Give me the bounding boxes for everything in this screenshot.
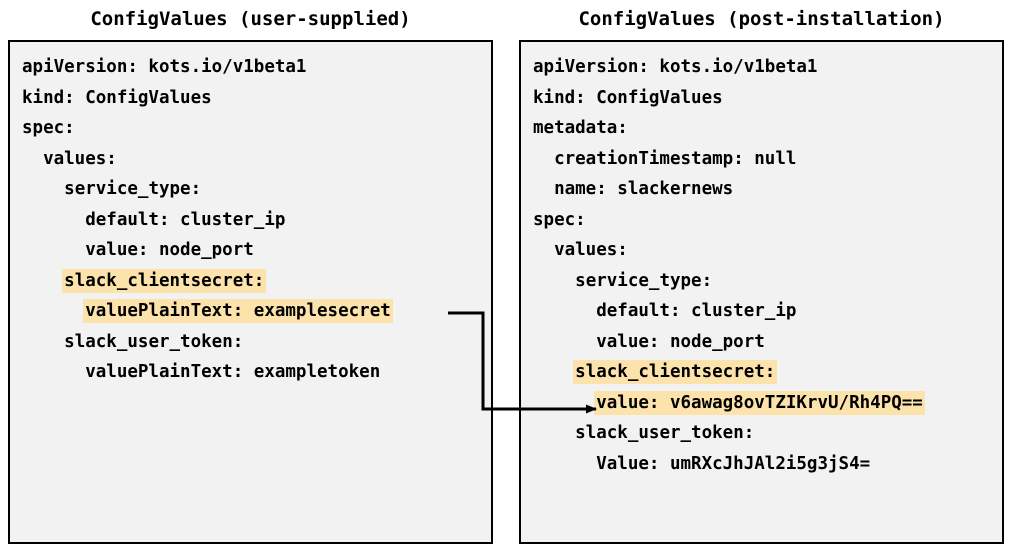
code-line: slack_clientsecret: (521, 357, 1002, 388)
code-text: apiVersion: kots.io/v1beta1 (22, 57, 307, 77)
code-line: default: cluster_ip (521, 296, 1002, 327)
code-text: values: (43, 148, 117, 169)
code-text: slack_clientsecret: (64, 270, 265, 291)
code-text: name: slackernews (554, 179, 734, 199)
code-indent (22, 149, 43, 169)
code-text: value: node_port (85, 240, 254, 260)
code-text: default: cluster_ip (596, 301, 797, 321)
code-line: value: v6awag8ovTZIKrvU/Rh4PQ== (521, 388, 1002, 419)
code-text: slack_user_token: (64, 331, 244, 352)
code-line: apiVersion: kots.io/v1beta1 (10, 52, 491, 83)
panel-title-user-supplied: ConfigValues (user-supplied) (90, 8, 411, 30)
code-text: slack_user_token: (575, 423, 755, 443)
configvalues-user-supplied-panel: apiVersion: kots.io/v1beta1 kind: ConfigV… (8, 40, 493, 544)
code-text: spec: (22, 118, 75, 138)
code-text: slack_clientsecret: (575, 362, 776, 382)
code-text: value: node_port (596, 331, 765, 352)
code-text: value: v6awag8ovTZIKrvU/Rh4PQ== (596, 392, 923, 413)
code-line: value: node_port (10, 235, 491, 266)
code-indent (533, 332, 596, 352)
code-line: spec: (521, 205, 1002, 236)
code-indent (22, 301, 85, 321)
code-text: valuePlainText: examplesecret (85, 301, 391, 321)
code-block-user-supplied: apiVersion: kots.io/v1beta1 kind: ConfigV… (10, 42, 491, 388)
code-text: kind: ConfigValues (533, 87, 723, 108)
code-line: name: slackernews (521, 174, 1002, 205)
code-indent (533, 301, 596, 321)
code-line: slack_user_token: (521, 418, 1002, 449)
code-text: creationTimestamp: null (554, 148, 797, 169)
code-text: valuePlainText: exampletoken (85, 362, 381, 382)
code-line: values: (521, 235, 1002, 266)
code-line: values: (10, 144, 491, 175)
code-indent (22, 332, 64, 352)
code-indent (533, 362, 575, 382)
code-indent (22, 271, 64, 291)
panel-title-post-installation: ConfigValues (post-installation) (578, 8, 945, 30)
code-line: metadata: (521, 113, 1002, 144)
code-text: default: cluster_ip (85, 209, 286, 230)
code-line: creationTimestamp: null (521, 144, 1002, 175)
code-indent (22, 240, 85, 260)
code-text: service_type: (64, 179, 202, 199)
code-line: slack_user_token: (10, 327, 491, 358)
code-line: service_type: (10, 174, 491, 205)
code-line: valuePlainText: examplesecret (10, 296, 491, 327)
code-text: kind: ConfigValues (22, 87, 212, 108)
code-text: spec: (533, 209, 586, 230)
code-indent (533, 179, 554, 199)
code-indent (533, 454, 596, 474)
code-line: valuePlainText: exampletoken (10, 357, 491, 388)
code-line: kind: ConfigValues (521, 83, 1002, 114)
code-indent (533, 240, 554, 260)
code-line: spec: (10, 113, 491, 144)
code-text: values: (554, 240, 628, 260)
code-line: kind: ConfigValues (10, 83, 491, 114)
code-indent (533, 149, 554, 169)
code-line: Value: umRXcJhJAl2i5g3jS4= (521, 449, 1002, 480)
code-indent (533, 393, 596, 413)
code-indent (533, 271, 575, 291)
code-text: Value: umRXcJhJAl2i5g3jS4= (596, 453, 871, 474)
code-text: service_type: (575, 270, 713, 291)
configvalues-post-installation-panel: apiVersion: kots.io/v1beta1 kind: ConfigV… (519, 40, 1004, 544)
code-indent (533, 423, 575, 443)
code-indent (22, 362, 85, 382)
code-text: metadata: (533, 118, 628, 138)
code-indent (22, 210, 85, 230)
code-line: default: cluster_ip (10, 205, 491, 236)
code-block-post-installation: apiVersion: kots.io/v1beta1 kind: ConfigV… (521, 42, 1002, 479)
code-indent (22, 179, 64, 199)
code-line: service_type: (521, 266, 1002, 297)
code-line: apiVersion: kots.io/v1beta1 (521, 52, 1002, 83)
code-line: value: node_port (521, 327, 1002, 358)
code-line: slack_clientsecret: (10, 266, 491, 297)
code-text: apiVersion: kots.io/v1beta1 (533, 57, 818, 77)
